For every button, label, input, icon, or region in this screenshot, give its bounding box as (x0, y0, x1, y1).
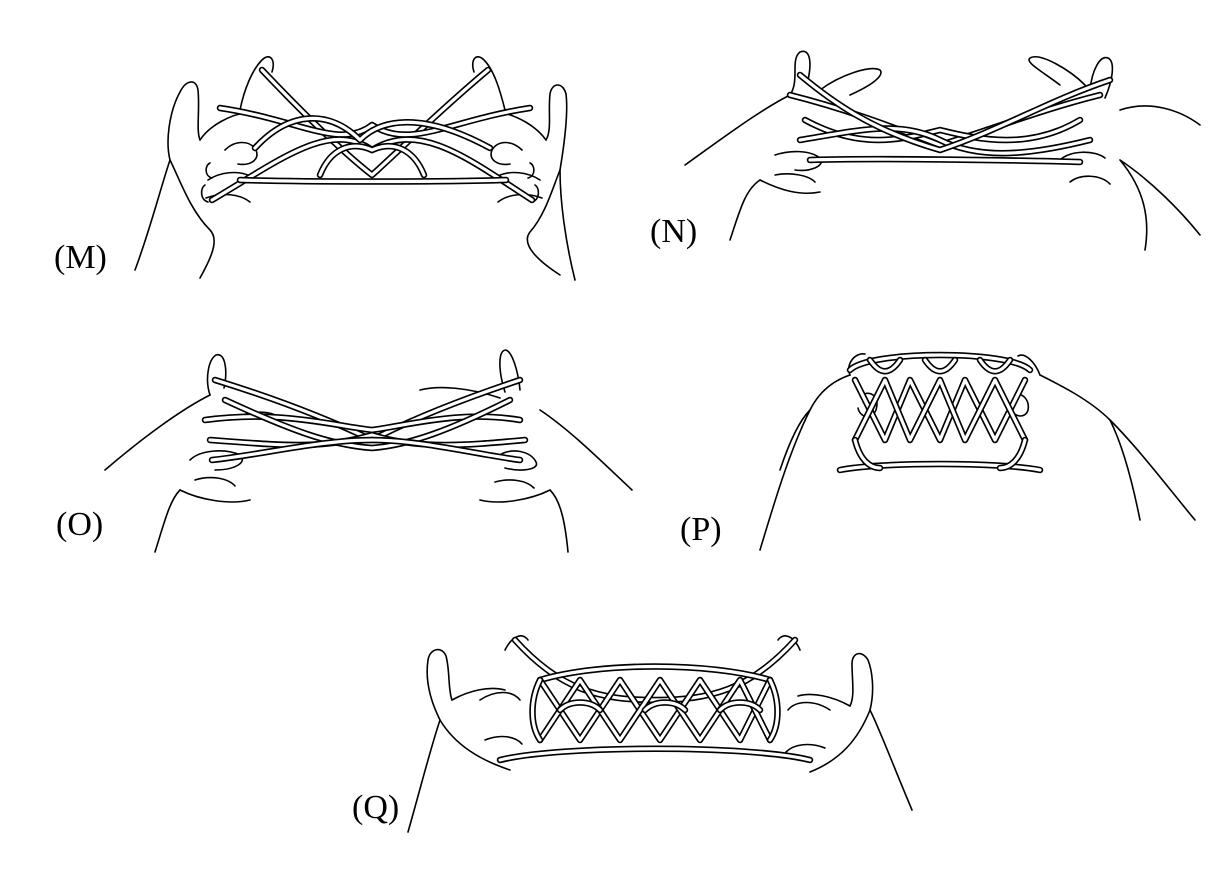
figure-o: (O) (56, 349, 633, 553)
string-figure-q (496, 636, 814, 764)
figure-label-o: (O) (56, 506, 103, 543)
figure-label-m: (M) (54, 239, 107, 276)
left-hand (134, 56, 275, 279)
string-figure-p (836, 351, 1044, 474)
left-hand (407, 635, 529, 833)
figure-p: (P) (680, 351, 1196, 551)
right-hand (1011, 354, 1196, 521)
string-figure-n (786, 71, 1114, 166)
figure-label-p: (P) (680, 511, 722, 548)
figure-q: (Q) (352, 635, 913, 833)
figure-label-q: (Q) (352, 789, 399, 826)
right-hand (777, 635, 913, 811)
left-hand (684, 50, 882, 241)
right-hand (1028, 56, 1201, 251)
figure-m: (M) (54, 56, 576, 281)
right-hand (419, 349, 633, 553)
figure-n: (N) (650, 50, 1201, 251)
figure-label-n: (N) (650, 213, 697, 250)
string-figure-o (201, 376, 529, 464)
string-figure-m (208, 66, 536, 204)
